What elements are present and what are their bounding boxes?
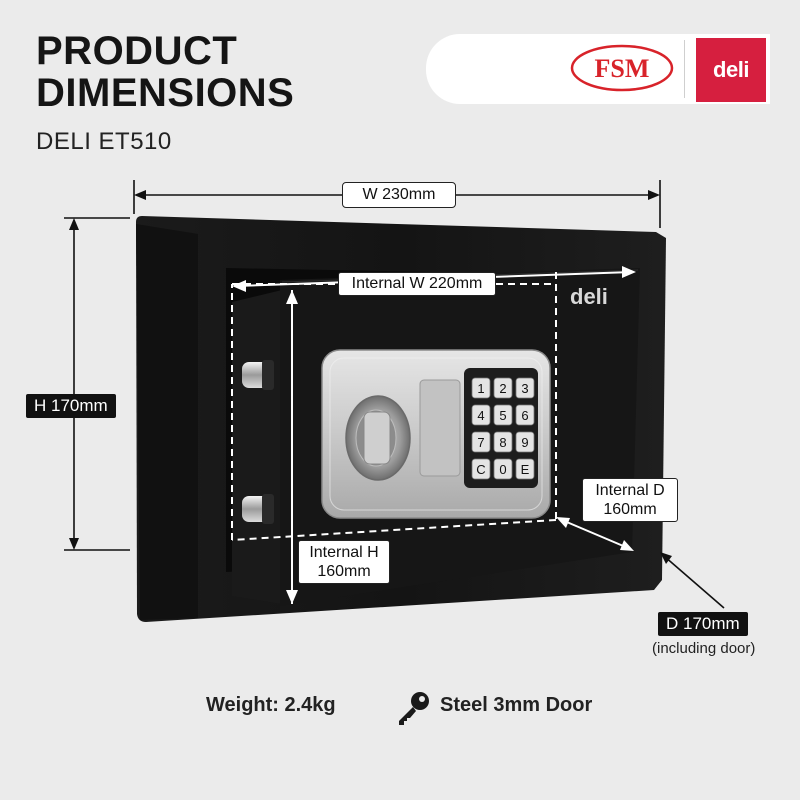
- keypad-key: 7: [471, 431, 491, 453]
- keypad-key: 1: [471, 377, 491, 399]
- internal-depth-label-line1: Internal D: [595, 482, 665, 499]
- internal-width-label-text: Internal W 220mm: [351, 275, 483, 292]
- keypad-key: 3: [515, 377, 535, 399]
- keypad-key-label: 6: [521, 408, 528, 423]
- door-bolt-top: [242, 360, 274, 390]
- keypad-key-label: 7: [477, 435, 484, 450]
- internal-height-label: Internal H 160mm: [298, 540, 390, 584]
- keypad-key-label: 5: [499, 408, 506, 423]
- internal-depth-label-line2: 160mm: [603, 501, 657, 518]
- keypad-key: 0: [493, 458, 513, 480]
- weight-spec: Weight: 2.4kg: [206, 694, 336, 716]
- display-window: [419, 379, 461, 477]
- keypad-key: E: [515, 458, 535, 480]
- keypad-key: 6: [515, 404, 535, 426]
- keypad-key: 9: [515, 431, 535, 453]
- door-spec: Steel 3mm Door: [440, 694, 593, 716]
- fsm-logo: FSM: [570, 44, 674, 92]
- keypad-key: 4: [471, 404, 491, 426]
- keypad-key-label: 1: [477, 381, 484, 396]
- deli-logo: deli: [696, 38, 766, 102]
- width-label-text: W 230mm: [362, 186, 436, 203]
- height-label: H 170mm: [26, 394, 116, 418]
- keypad-key-label: 9: [521, 435, 528, 450]
- keypad-key: C: [471, 458, 491, 480]
- page-title: PRODUCT DIMENSIONS: [36, 30, 294, 114]
- key-icon: [399, 692, 429, 725]
- keypad-key-label: C: [476, 462, 485, 477]
- keypad-key-label: 0: [499, 462, 506, 477]
- depth-note: (including door): [652, 640, 756, 657]
- title-line-1: PRODUCT: [36, 29, 238, 73]
- keypad-key-label: 8: [499, 435, 506, 450]
- door-bolt-bottom: [242, 494, 274, 524]
- internal-depth-label: Internal D 160mm: [582, 478, 678, 522]
- keypad-key-label: 2: [499, 381, 506, 396]
- internal-height-label-line2: 160mm: [317, 563, 371, 580]
- fsm-logo-text: FSM: [595, 54, 650, 83]
- product-model: DELI ET510: [36, 128, 172, 155]
- door-brand-logo: deli: [570, 284, 608, 309]
- depth-label: D 170mm: [658, 612, 748, 636]
- logo-divider: [684, 40, 685, 98]
- internal-height-label-line1: Internal H: [309, 544, 379, 561]
- control-panel: [321, 349, 551, 519]
- keypad-key-label: 4: [477, 408, 484, 423]
- width-label: W 230mm: [342, 182, 456, 208]
- keypad-key: 2: [493, 377, 513, 399]
- keypad-key-label: E: [521, 462, 530, 477]
- title-line-2: DIMENSIONS: [36, 71, 295, 115]
- keypad-key: 8: [493, 431, 513, 453]
- keypad-key: 5: [493, 404, 513, 426]
- internal-width-label: Internal W 220mm: [338, 272, 496, 296]
- keypad-key-label: 3: [521, 381, 528, 396]
